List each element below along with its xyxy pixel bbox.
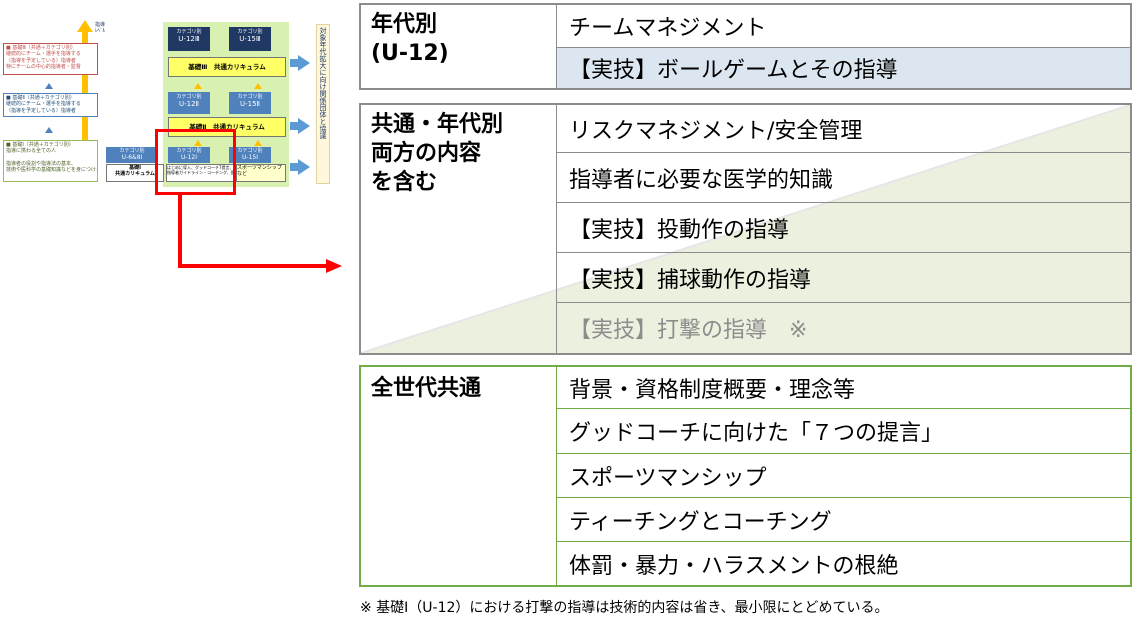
section-mixed-diagonal-fill bbox=[361, 105, 1130, 353]
level-axis-label: 指導 ﾚﾍﾞﾙ bbox=[95, 22, 106, 35]
connector-arrow-horizontal bbox=[178, 264, 328, 268]
arrow-right-icon bbox=[298, 118, 310, 134]
list-item: ティーチングとコーチング bbox=[557, 497, 1130, 541]
up-triangle-icon bbox=[194, 83, 202, 89]
section-all-ages-header: 全世代共通 bbox=[371, 376, 482, 401]
list-item: グッドコーチに向けた「７つの提言」 bbox=[557, 408, 1130, 453]
section-mixed-header: 共通・年代別 両方の内容 を含む bbox=[371, 112, 504, 195]
legend-basis3: ■ 基礎Ⅲ（共通＋カテゴリ別） 継続的にチーム・選手を指導する （指導を予定して… bbox=[3, 43, 98, 75]
connector-arrow-vertical bbox=[178, 195, 182, 268]
arrow-right-icon bbox=[298, 55, 310, 71]
up-triangle-icon bbox=[254, 83, 262, 89]
level-arrow-head bbox=[77, 20, 93, 32]
up-triangle-icon bbox=[194, 140, 202, 146]
up-triangle-icon bbox=[254, 140, 262, 146]
footnote: ※ 基礎Ⅰ（U-12）における打撃の指導は技術的内容は省き、最小限にとどめている… bbox=[360, 600, 889, 616]
arrow-right-icon bbox=[298, 159, 310, 175]
up-triangle-icon bbox=[45, 83, 53, 89]
section-mixed-divider bbox=[556, 105, 557, 353]
section-all-ages-divider bbox=[556, 367, 557, 585]
section-age-specific-header: 年代別 (U-12) bbox=[371, 12, 449, 66]
section-age-specific: 年代別 (U-12) チームマネジメント 【実技】ボールゲームとその指導 bbox=[359, 3, 1132, 90]
basis1-note-sportsmanship: スポーツマンシップ など bbox=[236, 164, 286, 182]
expansion-note-label: 対象年代拡大に向け関係団体と協議 bbox=[316, 24, 330, 184]
basis3-common: 基礎Ⅲ 共通カリキュラム bbox=[168, 57, 286, 77]
section-all-ages: 全世代共通 背景・資格制度概要・理念等 グッドコーチに向けた「７つの提言」 スポ… bbox=[359, 365, 1132, 587]
basis2-common: 基礎Ⅱ 共通カリキュラム bbox=[168, 117, 286, 137]
up-triangle-icon bbox=[45, 127, 53, 133]
section-age-specific-divider bbox=[556, 5, 557, 88]
list-item: チームマネジメント bbox=[569, 16, 767, 41]
thumbnail-diagram: 指導 ﾚﾍﾞﾙ ■ 基礎Ⅲ（共通＋カテゴリ別） 継続的にチーム・選手を指導する … bbox=[0, 0, 345, 200]
list-item: スポーツマンシップ bbox=[557, 453, 1130, 497]
legend-basis2: ■ 基礎Ⅱ（共通＋カテゴリ別） 継続的にチーム・選手を指導する （指導を予定して… bbox=[3, 93, 98, 117]
legend-basis1: ■ 基礎Ⅰ（共通＋カテゴリ別） 指導に携わる全ての人 指導者の役割や指導法の基本… bbox=[3, 140, 98, 182]
list-item: 背景・資格制度概要・理念等 bbox=[569, 377, 856, 403]
list-item: 【実技】ボールゲームとその指導 bbox=[557, 47, 1130, 88]
list-item: 体罰・暴力・ハラスメントの根絶 bbox=[557, 541, 1130, 585]
connector-arrow-head-icon bbox=[326, 259, 342, 273]
highlight-frame bbox=[155, 129, 236, 195]
arrow-right-shaft bbox=[290, 163, 298, 171]
list-item: 指導者に必要な医学的知識 bbox=[557, 152, 1130, 202]
list-item: 【実技】投動作の指導 bbox=[557, 202, 1130, 252]
arrow-right-shaft bbox=[290, 59, 298, 67]
section-mixed: 共通・年代別 両方の内容 を含む リスクマネジメント/安全管理 指導者に必要な医… bbox=[359, 103, 1132, 355]
arrow-right-shaft bbox=[290, 122, 298, 130]
list-item: リスクマネジメント/安全管理 bbox=[569, 118, 863, 144]
list-item: 【実技】打撃の指導 ※ bbox=[557, 302, 1130, 353]
list-item: 【実技】捕球動作の指導 bbox=[557, 252, 1130, 302]
